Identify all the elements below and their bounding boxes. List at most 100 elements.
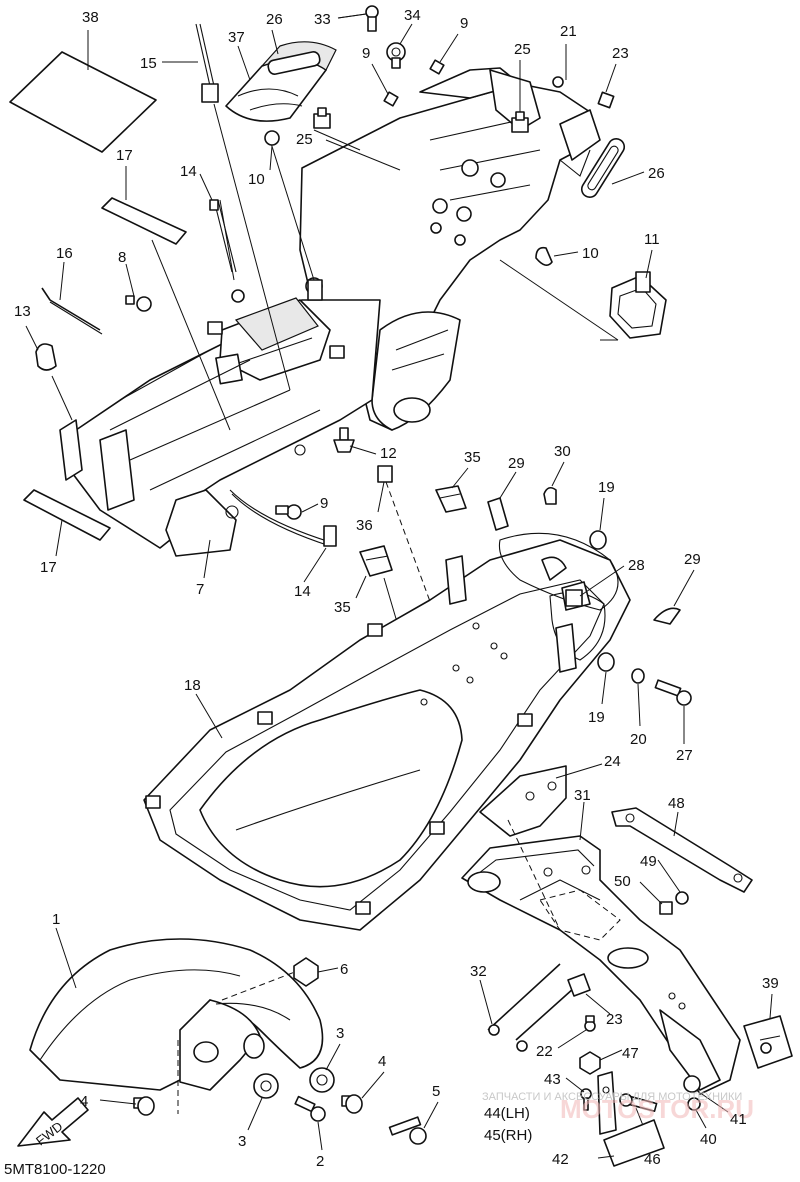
part-4-bolt-right bbox=[341, 1094, 363, 1114]
part-39-reflector bbox=[743, 1015, 793, 1069]
part-35-clip-lower bbox=[359, 545, 393, 577]
part-25-clip-b bbox=[511, 111, 529, 133]
callout-44-lh: 44(LH) bbox=[484, 1105, 530, 1122]
callout-7: 7 bbox=[196, 581, 204, 598]
part-22-screw bbox=[584, 1015, 596, 1032]
part-12-bolt bbox=[333, 427, 355, 453]
part-9-bolt-top-b bbox=[383, 91, 399, 107]
part-42-reflector-plate bbox=[603, 1119, 665, 1167]
callout-10: 10 bbox=[248, 171, 265, 188]
callout-4: 4 bbox=[378, 1053, 386, 1070]
callout-31: 31 bbox=[574, 787, 591, 804]
callout-1: 1 bbox=[52, 911, 60, 928]
callout-23: 23 bbox=[612, 45, 629, 62]
callout-49: 49 bbox=[640, 853, 657, 870]
callout-46: 46 bbox=[644, 1151, 661, 1168]
part-31-tail-cover bbox=[461, 835, 741, 1095]
callout-29: 29 bbox=[508, 455, 525, 472]
callout-34: 34 bbox=[404, 7, 421, 24]
watermark-text: ЗАПЧАСТИ И АКСЕССУАРЫ ДЛЯ МОТОТЕХНИКИ bbox=[482, 1091, 742, 1103]
callout-2: 2 bbox=[316, 1153, 324, 1170]
part-3-collar-left bbox=[253, 1073, 279, 1099]
callout-8: 8 bbox=[118, 249, 126, 266]
callout-17: 17 bbox=[40, 559, 57, 576]
part-24-plate bbox=[479, 765, 567, 837]
callout-9: 9 bbox=[460, 15, 468, 32]
callout-5: 5 bbox=[432, 1083, 440, 1100]
part-10-grommet-b bbox=[535, 246, 553, 266]
part-13-damper bbox=[35, 343, 57, 371]
part-11-reflector bbox=[609, 271, 667, 339]
callout-19: 19 bbox=[588, 709, 605, 726]
part-20-washer bbox=[631, 668, 645, 684]
callout-24: 24 bbox=[604, 753, 621, 770]
callout-20: 20 bbox=[630, 731, 647, 748]
fwd-arrow-icon: FWD bbox=[17, 1097, 89, 1149]
callout-42: 42 bbox=[552, 1151, 569, 1168]
part-16-rod bbox=[41, 287, 103, 335]
callout-33: 33 bbox=[314, 11, 331, 28]
callout-10: 10 bbox=[582, 245, 599, 262]
callout-36: 36 bbox=[356, 517, 373, 534]
callout-6: 6 bbox=[340, 961, 348, 978]
part-5-bolt bbox=[388, 1116, 427, 1145]
part-23-clip-bottom bbox=[567, 973, 591, 997]
part-33-bolt bbox=[365, 5, 379, 32]
callout-26: 26 bbox=[266, 11, 283, 28]
watermark-brand: MOTOSTOR.RU bbox=[560, 1094, 754, 1124]
callout-19: 19 bbox=[598, 479, 615, 496]
part-26-band bbox=[267, 51, 321, 75]
part-9-bolt-bottom bbox=[275, 504, 302, 520]
part-19-grommet-b bbox=[597, 652, 615, 672]
part-29-clip-a bbox=[487, 497, 509, 531]
part-44-45-turn-signal-bracket bbox=[597, 1071, 617, 1135]
part-48-bracket bbox=[611, 807, 753, 893]
part-47-nut bbox=[579, 1051, 601, 1075]
part-19-grommet-a bbox=[589, 530, 607, 550]
callout-11: 11 bbox=[644, 231, 660, 248]
callout-38: 38 bbox=[82, 9, 99, 26]
callout-28: 28 bbox=[628, 557, 645, 574]
part-14-tie-upper bbox=[209, 199, 237, 273]
part-30-grommet bbox=[543, 486, 557, 505]
callout-37: 37 bbox=[228, 29, 245, 46]
callout-4: 4 bbox=[80, 1093, 88, 1110]
part-17-strip-bottom bbox=[23, 489, 111, 541]
callout-26: 26 bbox=[648, 165, 665, 182]
part-46-screw bbox=[619, 1093, 658, 1113]
callout-23: 23 bbox=[606, 1011, 623, 1028]
callout-21: 21 bbox=[560, 23, 577, 40]
callout-15: 15 bbox=[140, 55, 157, 72]
part-4-bolt-left bbox=[133, 1096, 155, 1116]
part-2-bolt bbox=[294, 1095, 326, 1122]
callout-3: 3 bbox=[336, 1025, 344, 1042]
callout-14: 14 bbox=[294, 583, 311, 600]
callout-45-rh: 45(RH) bbox=[484, 1127, 532, 1144]
part-7-rear-frame bbox=[59, 67, 601, 557]
part-9-bolt-top-a bbox=[429, 59, 445, 75]
part-27-bolt bbox=[654, 679, 692, 706]
callout-39: 39 bbox=[762, 975, 779, 992]
part-40-grommet bbox=[687, 1097, 701, 1111]
callout-50: 50 bbox=[614, 873, 631, 890]
callout-13: 13 bbox=[14, 303, 31, 320]
part-6-nut bbox=[293, 957, 319, 987]
callout-27: 27 bbox=[676, 747, 693, 764]
part-15-cable-tie bbox=[195, 23, 219, 103]
callout-40: 40 bbox=[700, 1131, 717, 1148]
part-18-rear-inner-fender bbox=[143, 532, 631, 931]
part-26-rubber-band-right bbox=[580, 137, 626, 199]
callout-22: 22 bbox=[536, 1043, 553, 1060]
part-17-strip-top bbox=[101, 197, 187, 245]
callout-47: 47 bbox=[622, 1045, 639, 1062]
part-3-collar-right bbox=[309, 1067, 335, 1093]
part-32-wire bbox=[487, 963, 575, 1052]
callout-3: 3 bbox=[238, 1133, 246, 1150]
part-29-clip-b bbox=[653, 607, 681, 625]
part-25-clip-a bbox=[313, 107, 331, 129]
part-41-collar bbox=[683, 1075, 701, 1093]
callout-29: 29 bbox=[684, 551, 701, 568]
part-21-screw-top bbox=[552, 76, 564, 88]
part-14-tie-lower bbox=[229, 489, 337, 547]
